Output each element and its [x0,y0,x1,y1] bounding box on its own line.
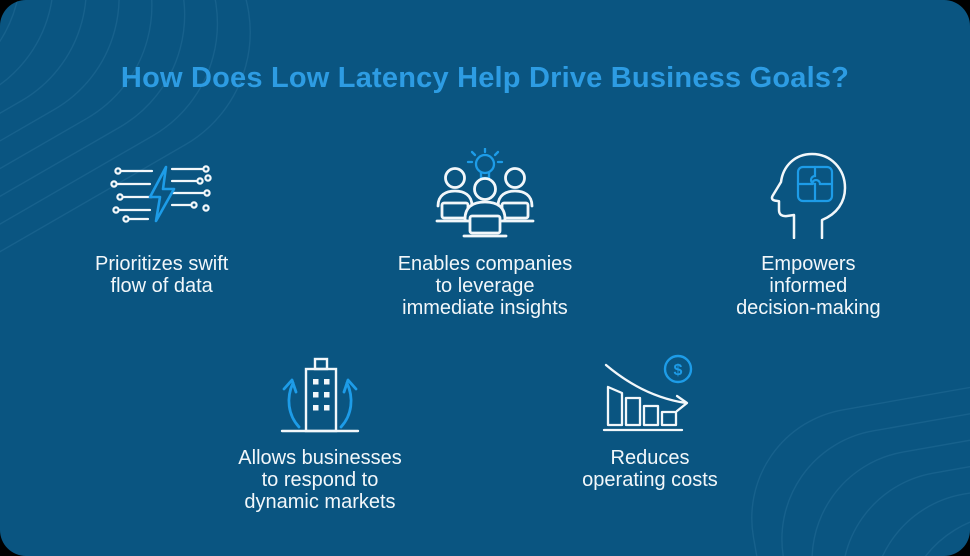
benefit-label: Allows businesses to respond to dynamic … [238,447,402,513]
benefit-label: Empowers informed decision-making [736,253,881,319]
data-flow-lightning-icon [109,146,214,241]
benefit-label: Enables companies to leverage immediate … [397,253,573,319]
benefit-item-operating-costs: $ Reduces operating costs [510,353,790,513]
team-laptops-lightbulb-icon [432,146,538,241]
benefit-item-immediate-insights: Enables companies to leverage immediate … [323,146,646,319]
dollar-sign-glyph: $ [674,362,683,379]
benefits-row-2: Allows businesses to respond to dynamic … [0,353,970,513]
head-puzzle-icon [764,146,852,241]
building-branch-arrows-icon [266,353,374,435]
page-title: How Does Low Latency Help Drive Business… [120,62,850,94]
benefit-label: Reduces operating costs [582,447,718,491]
benefit-label: Prioritizes swift flow of data [94,253,229,297]
declining-chart-dollar-icon: $ [602,353,698,435]
benefit-item-dynamic-markets: Allows businesses to respond to dynamic … [180,353,460,513]
benefits-row-1: Prioritizes swift flow of data [0,146,970,319]
benefit-item-swift-data: Prioritizes swift flow of data [0,146,323,319]
benefit-item-decision-making: Empowers informed decision-making [647,146,970,319]
